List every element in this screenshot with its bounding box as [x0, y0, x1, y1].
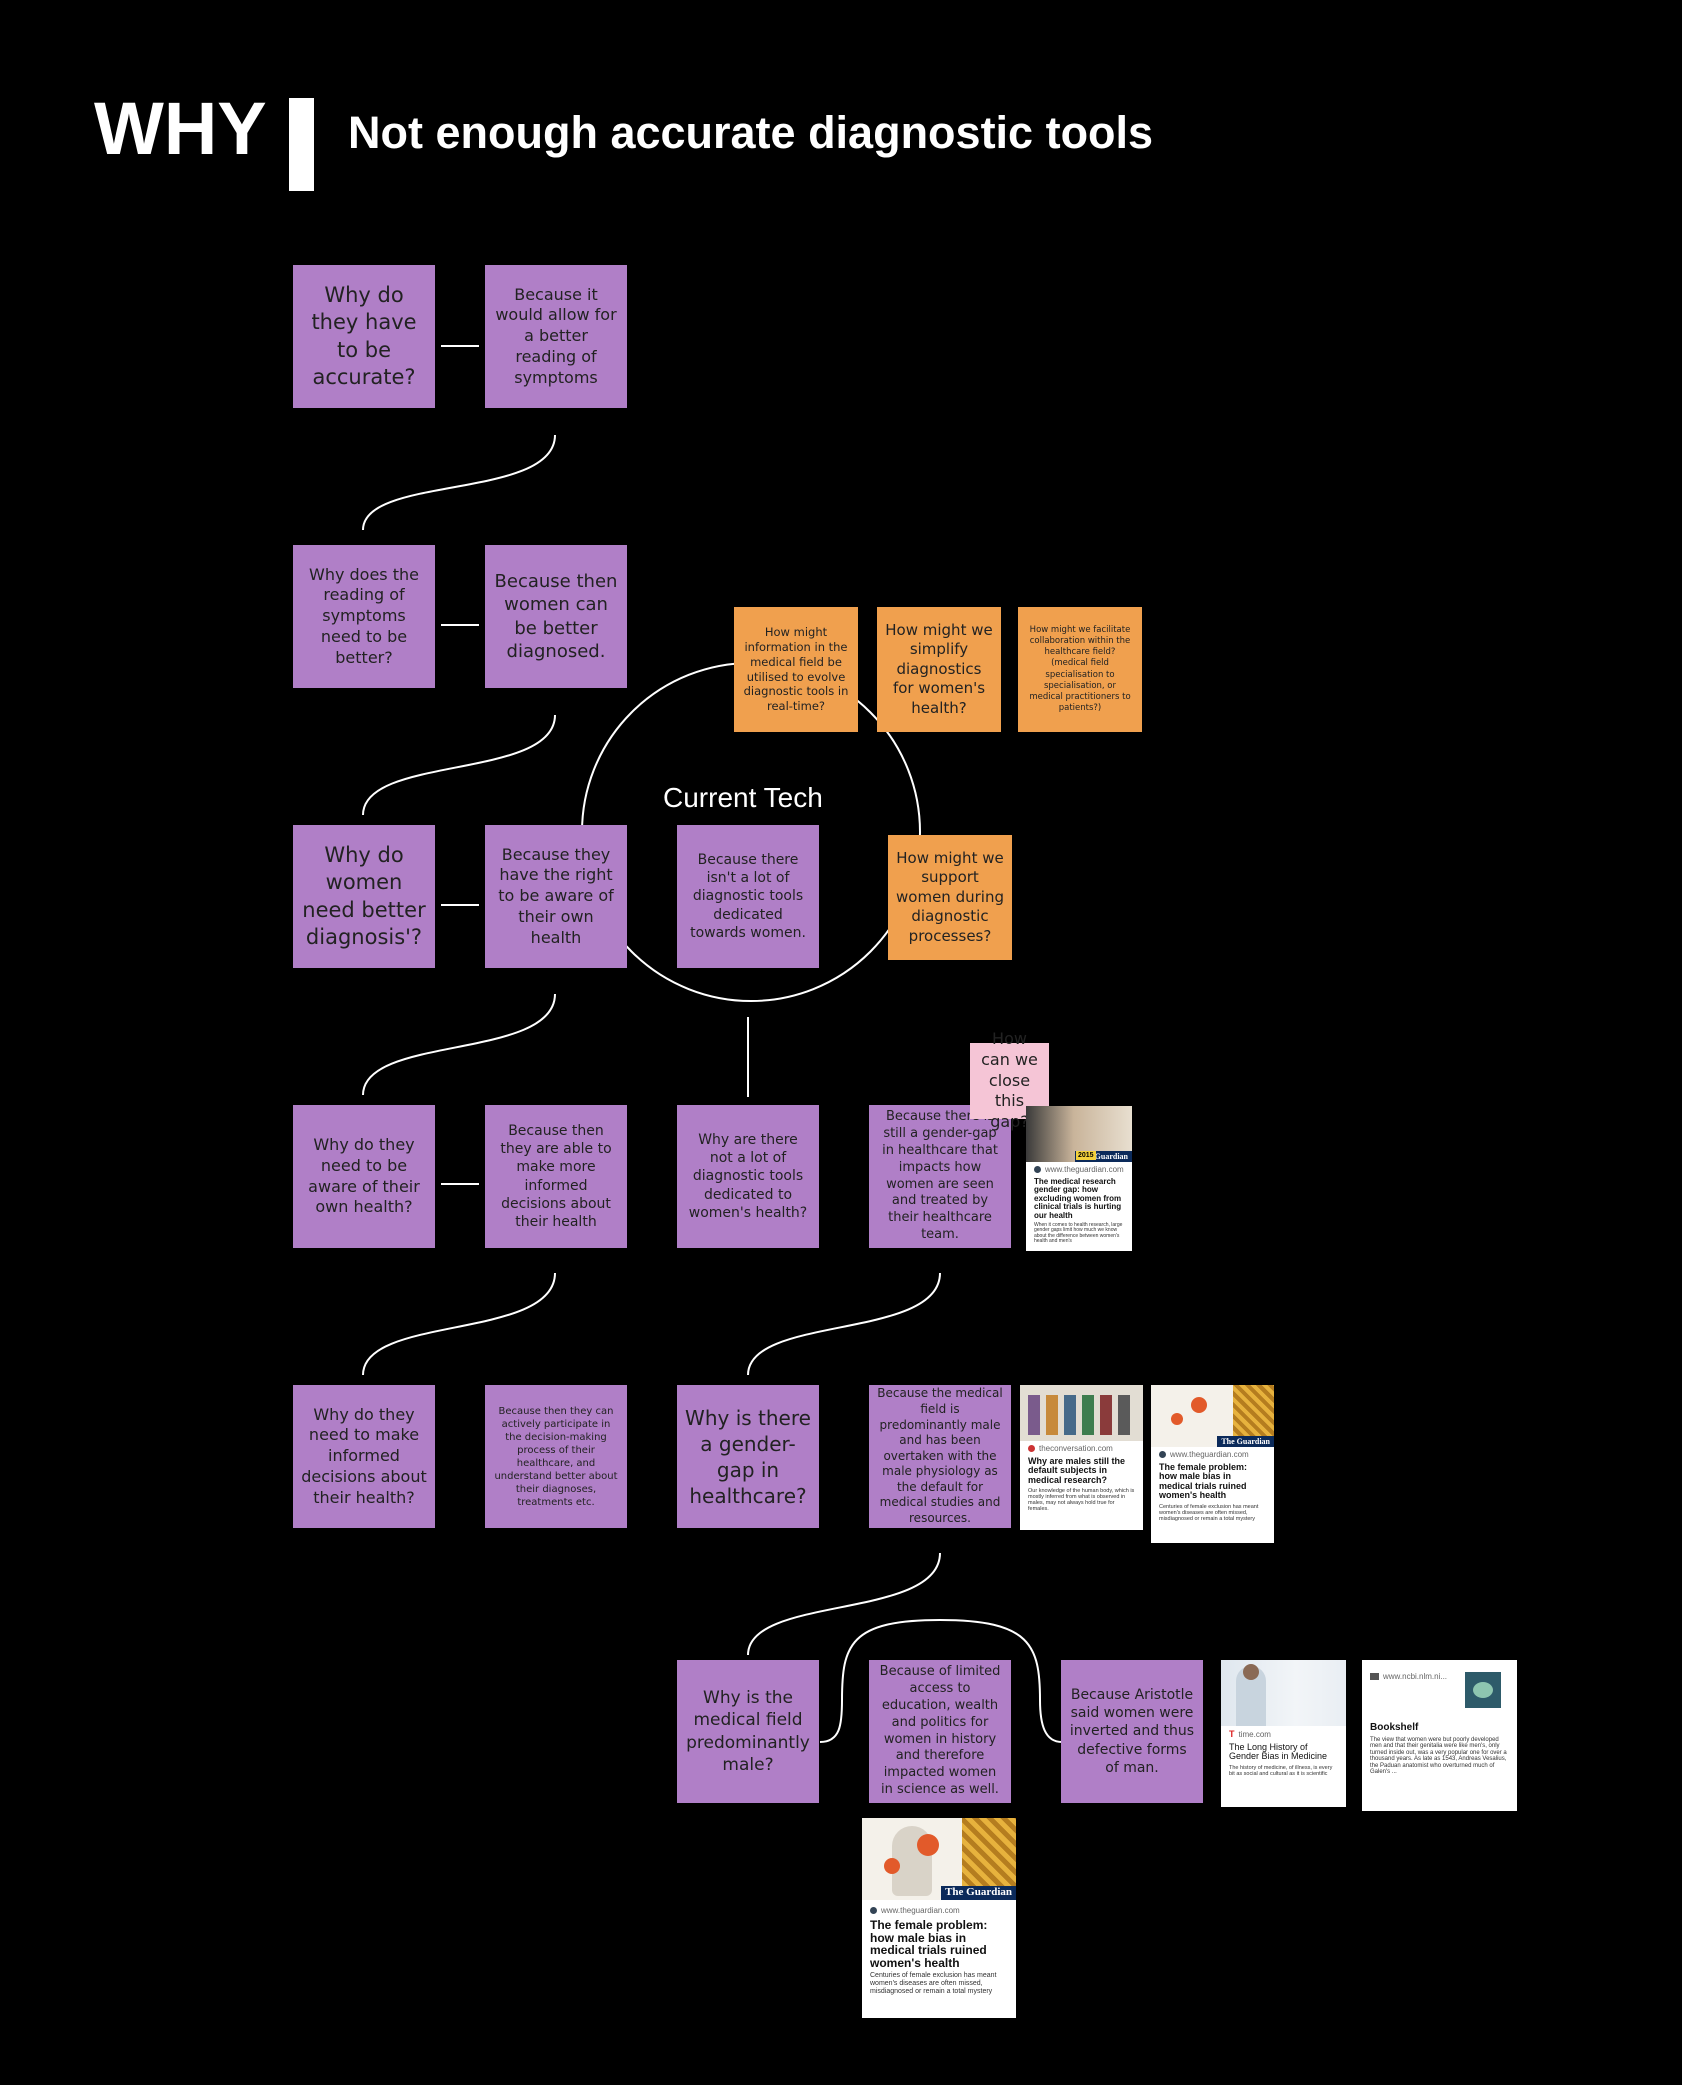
note-q5[interactable]: Why do they need to make informed decisi…	[293, 1385, 435, 1528]
article-card-conversation[interactable]: theconversation.com Why are males still …	[1020, 1385, 1143, 1530]
article-source: time.com	[1238, 1729, 1271, 1739]
note-b6[interactable]: Because Aristotle said women were invert…	[1061, 1660, 1203, 1803]
note-q4[interactable]: Why do they need to be aware of their ow…	[293, 1105, 435, 1248]
guardian-logo: The Guardian	[941, 1886, 1016, 1900]
article-title: The Long History of Gender Bias in Medic…	[1229, 1742, 1328, 1762]
year-badge: 2015	[1076, 1151, 1096, 1160]
connector-c4-b5	[747, 1272, 941, 1376]
note-q6[interactable]: Why is the medical field predominantly m…	[677, 1660, 819, 1803]
article-title: The medical research gender gap: how exc…	[1034, 1177, 1122, 1220]
article-card-ncbi[interactable]: www.ncbi.nlm.ni... Bookshelf The view th…	[1362, 1660, 1517, 1811]
article-image: The Guardian	[1151, 1385, 1274, 1447]
title-why: WHY	[94, 87, 267, 170]
article-description: The view that women were but poorly deve…	[1370, 1736, 1507, 1776]
note-a3[interactable]: Because they have the right to be aware …	[485, 825, 627, 968]
note-a2[interactable]: Because then women can be better diagnos…	[485, 545, 627, 688]
article-title: Bookshelf	[1370, 1722, 1419, 1733]
note-a1[interactable]: Because it would allow for a better read…	[485, 265, 627, 408]
note-c5[interactable]: Because the medical field is predominant…	[869, 1385, 1011, 1528]
conversation-favicon-icon	[1028, 1445, 1035, 1452]
connector-a2-q3	[362, 714, 556, 816]
article-description: Centuries of female exclusion has meant …	[870, 1972, 997, 1995]
note-hmw-1[interactable]: How might information in the medical fie…	[734, 607, 858, 732]
connector-a3-q4	[362, 993, 556, 1096]
article-description: When it comes to health research, large …	[1034, 1221, 1123, 1245]
note-b4[interactable]: Why are there not a lot of diagnostic to…	[677, 1105, 819, 1248]
connector-q6-branches	[819, 1618, 1063, 1743]
note-q2[interactable]: Why does the reading of symptoms need to…	[293, 545, 435, 688]
title-divider	[289, 98, 314, 191]
note-a5[interactable]: Because then they can actively participa…	[485, 1385, 627, 1528]
note-c4[interactable]: Because there is still a gender-gap in h…	[869, 1105, 1011, 1248]
connector-a1-q2	[362, 434, 556, 531]
guardian-logo: The Guardian	[1075, 1150, 1132, 1162]
ncbi-favicon-icon	[1370, 1673, 1379, 1680]
article-card-guardian-female-problem-2[interactable]: The Guardian www.theguardian.com The fem…	[862, 1818, 1016, 2018]
connector-c5-q6	[747, 1552, 941, 1656]
article-card-guardian-female-problem[interactable]: The Guardian www.theguardian.com The fem…	[1151, 1385, 1274, 1543]
current-tech-label: Current Tech	[663, 782, 823, 813]
page-title: Not enough accurate diagnostic tools	[348, 107, 1154, 158]
note-hmw-2[interactable]: How might we simplify diagnostics for wo…	[877, 607, 1001, 732]
article-title: The female problem: how male bias in med…	[870, 1918, 988, 1970]
article-image	[1221, 1660, 1346, 1726]
article-description: The history of medicine, of illness, is …	[1229, 1764, 1333, 1777]
note-a4[interactable]: Because then they are able to make more …	[485, 1105, 627, 1248]
note-close-gap[interactable]: How can we close this gap?	[970, 1029, 1049, 1131]
guardian-logo: The Guardian	[1217, 1435, 1274, 1447]
article-title: The female problem: how male bias in med…	[1159, 1462, 1248, 1501]
note-b5[interactable]: Why is there a gender-gap in healthcare?	[677, 1385, 819, 1528]
note-q1[interactable]: Why do they have to be accurate?	[293, 265, 435, 408]
article-card-guardian-gender-gap[interactable]: The Guardian 2015 www.theguardian.com Th…	[1026, 1106, 1132, 1251]
note-q3[interactable]: Why do women need better diagnosis'?	[293, 825, 435, 968]
guardian-favicon-icon	[1034, 1166, 1041, 1173]
guardian-favicon-icon	[1159, 1451, 1166, 1458]
note-hmw-3[interactable]: How might we facilitate collaboration wi…	[1018, 607, 1142, 732]
article-description: Our knowledge of the human body, which i…	[1028, 1488, 1135, 1513]
article-source: theconversation.com	[1039, 1444, 1113, 1453]
note-hmw-4[interactable]: How might we support women during diagno…	[888, 835, 1012, 960]
article-description: Centuries of female exclusion has meant …	[1159, 1503, 1259, 1522]
article-image: The Guardian 2015	[1026, 1106, 1132, 1162]
article-title: Why are males still the default subjects…	[1028, 1456, 1126, 1485]
article-image	[1020, 1385, 1143, 1441]
article-source: www.ncbi.nlm.ni...	[1383, 1672, 1448, 1681]
guardian-favicon-icon	[870, 1907, 877, 1914]
note-a6[interactable]: Because of limited access to education, …	[869, 1660, 1011, 1803]
bookshelf-thumbnail	[1465, 1672, 1501, 1708]
article-image: The Guardian	[862, 1818, 1016, 1900]
note-b3[interactable]: Because there isn't a lot of diagnostic …	[677, 825, 819, 968]
connector-a4-q5	[362, 1272, 556, 1376]
time-favicon-icon: T	[1229, 1729, 1235, 1739]
article-source: www.theguardian.com	[1045, 1165, 1124, 1174]
article-source: www.theguardian.com	[1170, 1450, 1249, 1459]
article-source: www.theguardian.com	[881, 1906, 960, 1915]
